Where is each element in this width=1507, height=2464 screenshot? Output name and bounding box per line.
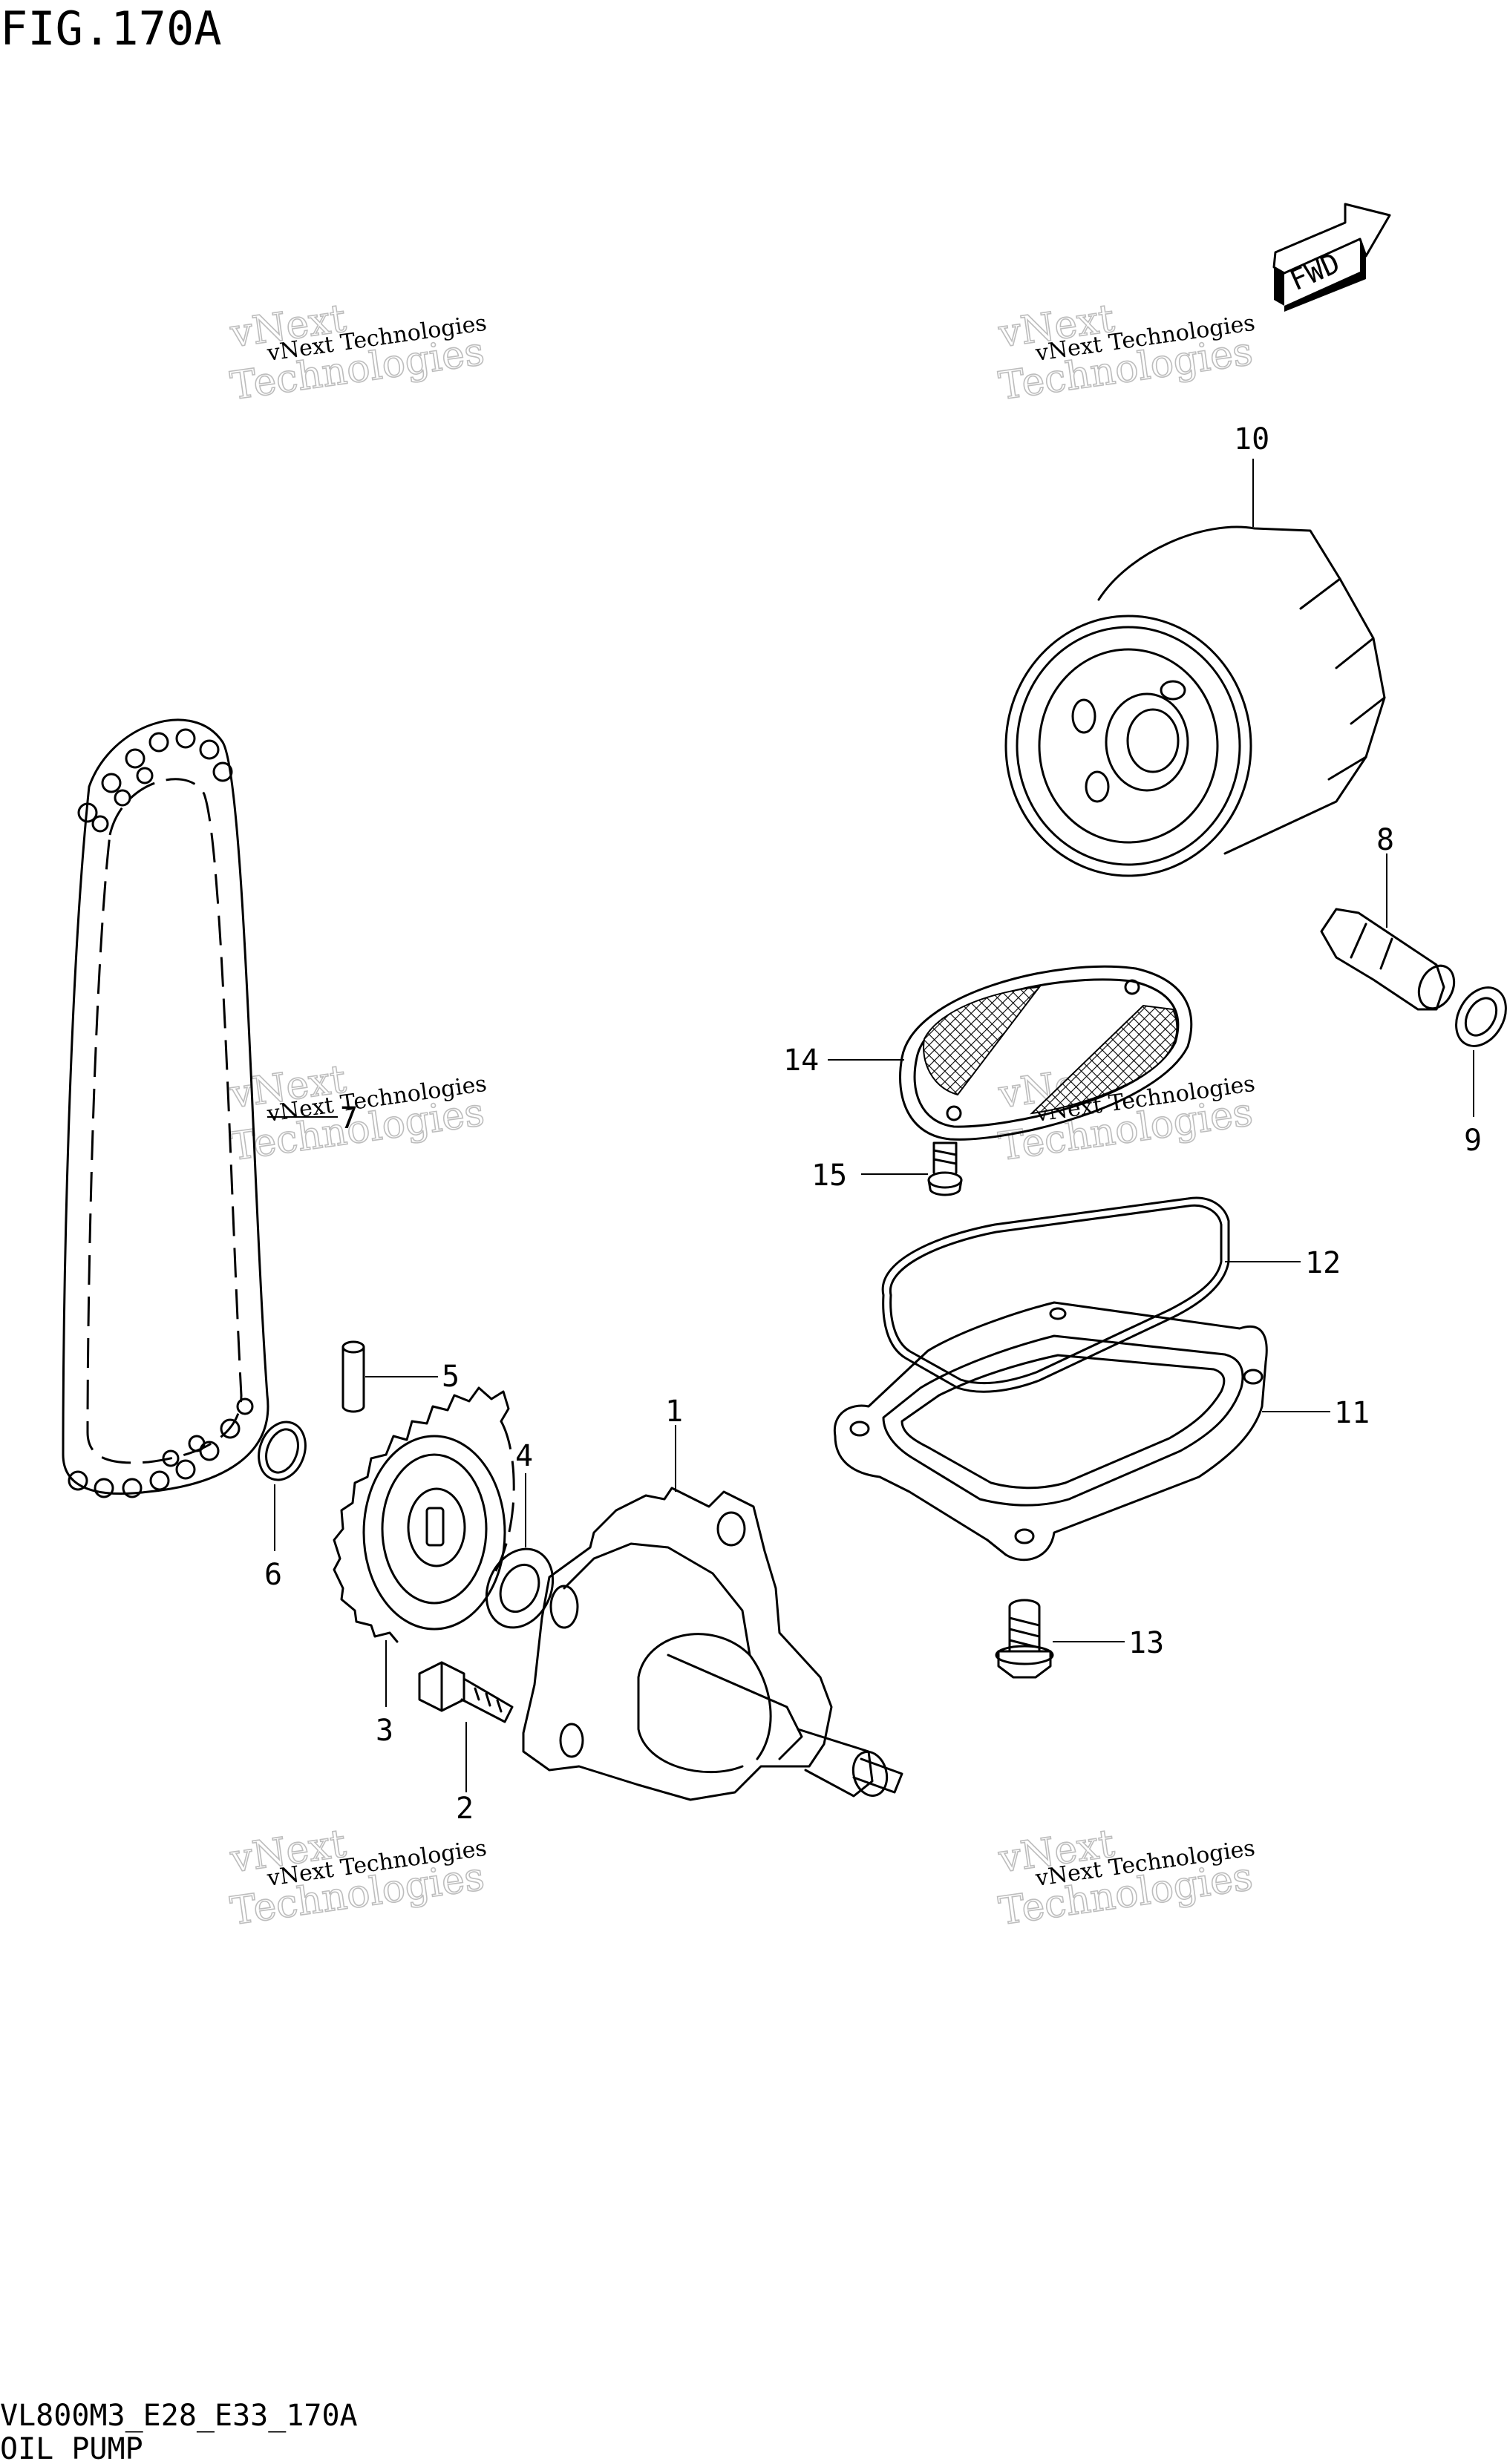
- callout-12: 12: [1305, 1246, 1341, 1280]
- circlip: [258, 1421, 307, 1481]
- callout-8: 8: [1376, 823, 1394, 857]
- oil-pan-o-ring: [881, 1196, 1230, 1393]
- washer: [485, 1547, 555, 1629]
- pin: [341, 1340, 365, 1413]
- watermark-6: vNext Technologies vNext Technologies: [995, 1821, 1257, 1934]
- oil-pan-gasket: [833, 1301, 1268, 1562]
- callout-9: 9: [1464, 1124, 1482, 1158]
- callout-15: 15: [811, 1159, 847, 1193]
- callout-6: 6: [264, 1558, 282, 1592]
- strainer-screw: [927, 1141, 963, 1196]
- oil-pan-bolt: [995, 1599, 1054, 1679]
- callout-7: 7: [340, 1101, 358, 1136]
- bolt: [418, 1661, 514, 1723]
- oil-pump-body: [522, 1487, 903, 1801]
- callout-2: 2: [456, 1792, 474, 1826]
- callout-3: 3: [376, 1714, 393, 1748]
- figure-title: FIG.170A: [0, 1, 222, 56]
- callout-14: 14: [783, 1043, 819, 1078]
- callout-1: 1: [665, 1395, 683, 1429]
- watermark-2: vNext Technologies vNext Technologies: [995, 295, 1257, 409]
- callout-10: 10: [1234, 422, 1269, 456]
- callout-4: 4: [515, 1439, 533, 1473]
- oil-strainer: [899, 965, 1193, 1141]
- watermark-5: vNext Technologies vNext Technologies: [226, 1821, 488, 1934]
- callout-5: 5: [442, 1360, 460, 1394]
- figure-caption: OIL PUMP: [0, 2432, 143, 2464]
- watermark-1: vNext Technologies vNext Technologies: [226, 295, 488, 409]
- callout-13: 13: [1128, 1626, 1164, 1660]
- model-code: VL800M3_E28_E33_170A: [0, 2399, 358, 2433]
- timing-chain: [62, 718, 269, 1498]
- oil-filter: [1004, 525, 1386, 877]
- union-bolt: [1320, 908, 1456, 1011]
- gasket-washer: [1455, 986, 1507, 1047]
- callout-11: 11: [1334, 1396, 1370, 1430]
- fwd-arrow-icon: FWD: [1272, 203, 1391, 312]
- oil-pump-sprocket: [333, 1386, 515, 1643]
